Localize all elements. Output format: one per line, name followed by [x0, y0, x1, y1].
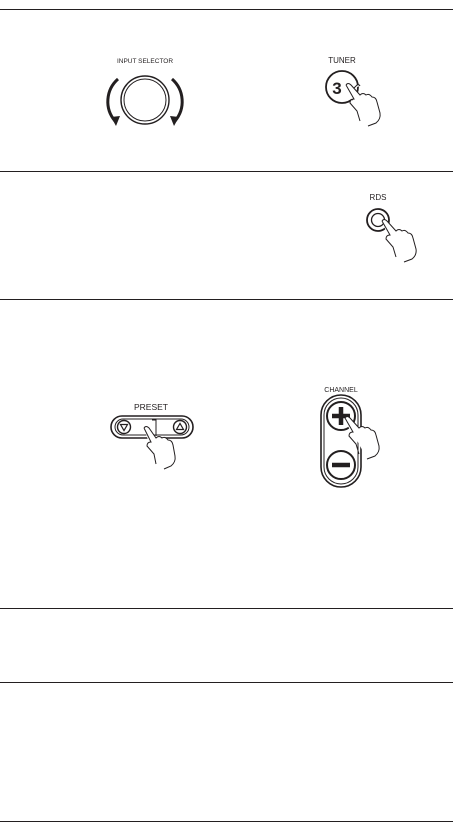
tuner-label: TUNER [328, 56, 356, 65]
section-divider [0, 682, 453, 683]
pointing-hand-icon [382, 220, 416, 263]
rotate-arrow-left-icon [108, 79, 120, 126]
tuner-key-number: 3 [332, 79, 341, 98]
section-divider [0, 171, 453, 172]
rotate-arrow-right-icon [170, 79, 182, 126]
pointing-hand-icon [346, 84, 380, 127]
section-divider [0, 9, 453, 10]
input-selector-figure: INPUT SELECTOR [85, 55, 205, 130]
rds-figure: RDS [360, 190, 440, 270]
channel-label: CHANNEL [324, 387, 358, 394]
channel-figure: CHANNEL [305, 385, 405, 490]
preset-figure: PRESET [108, 400, 208, 475]
tuner-figure: TUNER 3 [310, 55, 410, 135]
input-selector-knob[interactable] [121, 76, 169, 124]
section-divider [0, 299, 453, 300]
rds-label: RDS [370, 193, 387, 202]
input-selector-label: INPUT SELECTOR [117, 58, 173, 65]
preset-label: PRESET [134, 402, 168, 412]
section-divider [0, 608, 453, 609]
